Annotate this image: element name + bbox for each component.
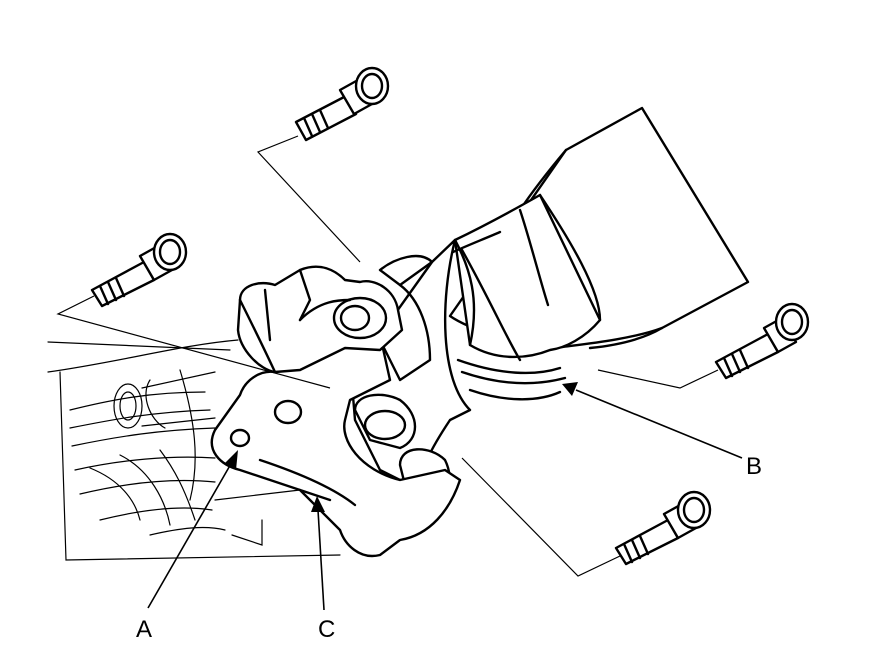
transmission-housing — [47, 339, 341, 561]
callout-pointer-c — [311, 496, 325, 611]
callout-pointer-a — [147, 450, 238, 609]
flange-bolt-right — [714, 302, 810, 380]
flange-bolt-bottom — [614, 490, 712, 566]
bolt-leader-lines — [56, 135, 719, 577]
propeller-shaft-tube — [430, 106, 750, 401]
upper-yoke-ears — [236, 254, 434, 374]
flange-bolt-left — [90, 232, 188, 308]
flange-bolt-top — [294, 66, 390, 142]
callout-label-c: C — [318, 616, 335, 643]
callout-label-b: B — [746, 453, 762, 480]
callout-pointer-b — [562, 382, 743, 459]
callout-label-a: A — [136, 616, 152, 643]
